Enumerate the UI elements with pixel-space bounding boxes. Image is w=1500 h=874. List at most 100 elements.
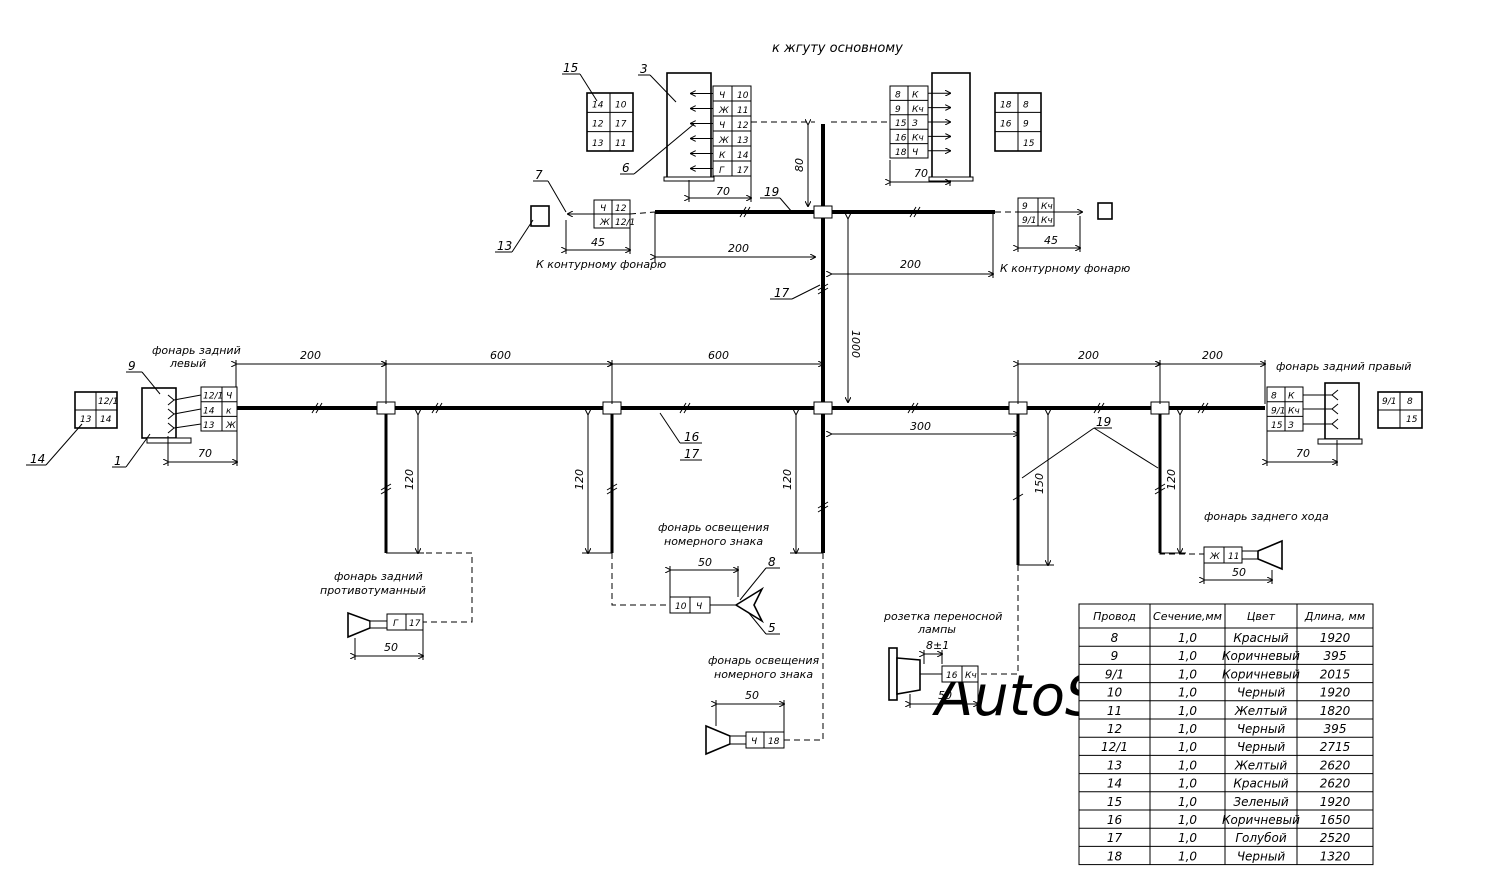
table-cell: 2620	[1320, 758, 1351, 772]
bfr-cell-0: 9/1	[1382, 397, 1396, 407]
table-cell: 1920	[1320, 686, 1351, 700]
b15-rows-cell: 17	[615, 120, 627, 130]
tl-rows-cell: 13	[737, 136, 749, 146]
callout-15: 15	[563, 61, 578, 75]
rl-rows-cell: 12/1	[203, 392, 223, 402]
label-rear-left-1: фонарь задний	[152, 344, 241, 357]
tl-rows-cell: Ж	[718, 136, 729, 146]
b15-rows-cell: 14	[592, 100, 604, 110]
dim-200-a: 200	[300, 349, 321, 362]
table-cell: 1,0	[1178, 667, 1197, 681]
table-cell: 1,0	[1178, 649, 1197, 663]
rl-rows-cell: 13	[203, 421, 215, 431]
harness-trunks	[236, 124, 1265, 565]
label-contour-left: К контурному фонарю	[536, 258, 666, 271]
dim-600-b: 600	[708, 349, 729, 362]
dim-50-plate2: 50	[745, 689, 759, 702]
tl-rows-cell: Ч	[719, 121, 725, 131]
table-cell: 18	[1107, 849, 1123, 863]
table-cell: 1,0	[1178, 758, 1197, 772]
table-cell: Черный	[1237, 722, 1286, 736]
dim-70-top: 70	[716, 185, 730, 198]
tr-rows-cell: 16	[895, 134, 907, 144]
table-header-cell: Цвет	[1247, 610, 1276, 623]
table-cell: 1,0	[1178, 849, 1197, 863]
rl-rows-cell: Ч	[226, 392, 232, 402]
portable-lamp-socket: 16 Кч 8±1 50 розетка переносной лампы	[883, 565, 1019, 708]
plate2-pin-num: 18	[768, 737, 780, 747]
label-plate1-1: фонарь освещения	[658, 521, 770, 534]
table-cell: Красный	[1233, 777, 1288, 791]
table-cell: 17	[1107, 831, 1123, 845]
brt-rows-cell: 15	[1023, 139, 1035, 149]
b15-rows-cell: 11	[615, 139, 626, 149]
tr-rows-cell: Кч	[912, 134, 924, 144]
callout-9: 9	[128, 359, 136, 373]
table-cell: 13	[1107, 758, 1122, 772]
rr-rows-cell: К	[1288, 392, 1295, 402]
tr-rows-cell: 18	[895, 148, 907, 158]
table-cell: 12/1	[1101, 740, 1128, 754]
table-cell: 1,0	[1178, 704, 1197, 718]
connector-block-14: 12/1 13 14	[74, 391, 118, 429]
b15-rows-cell: 13	[592, 139, 604, 149]
table-cell: 16	[1107, 813, 1123, 827]
table-header-cell: Сечение,мм	[1153, 610, 1222, 623]
table-cell: Черный	[1237, 686, 1286, 700]
table-cell: Голубой	[1235, 831, 1287, 845]
label-contour-right: К контурному фонарю	[1000, 262, 1130, 275]
table-cell: Коричневый	[1222, 667, 1300, 681]
label-fog-2: противотуманный	[320, 584, 426, 597]
fog-lamp: Г 17 50 фонарь задний противотуманный	[320, 552, 473, 660]
table-cell: 395	[1324, 722, 1347, 736]
dim-70-right: 70	[1296, 447, 1310, 460]
brt-rows-cell: 16	[1000, 120, 1012, 130]
tr-rows-cell: К	[912, 90, 919, 100]
socket-pin-num: 16	[946, 671, 958, 681]
rr-rows-cell: 9/1	[1271, 406, 1285, 416]
dim-200-c: 200	[1202, 349, 1223, 362]
connector-block-far-right: 9/1 8 15	[1377, 391, 1423, 429]
dim-70-left: 70	[198, 447, 212, 460]
table-cell: 1,0	[1178, 795, 1197, 809]
callout-8: 8	[768, 555, 776, 569]
table-cell: 1,0	[1178, 813, 1197, 827]
b14-cell-1: 13	[80, 415, 92, 425]
plate-lamp-2: Ч 18 50 фонарь освещения номерного знака	[705, 553, 824, 756]
cr-rows-cell: Кч	[1041, 202, 1053, 212]
cl-rows-cell: Ж	[599, 218, 610, 228]
callout-16: 16	[684, 430, 700, 444]
plate2-pin-color: Ч	[751, 737, 757, 747]
callout-17-top: 17	[774, 286, 790, 300]
label-socket-2: лампы	[917, 623, 956, 636]
reverse-pin-num: 11	[1228, 552, 1239, 562]
callout-17-mid: 17	[684, 447, 700, 461]
bfr-cell-2: 15	[1406, 415, 1418, 425]
table-cell: 1,0	[1178, 631, 1197, 645]
dim-50-socket: 50	[938, 689, 952, 702]
callout-14: 14	[30, 452, 45, 466]
rr-rows-cell: 8	[1271, 392, 1277, 402]
table-cell: 15	[1107, 795, 1122, 809]
dim-1000: 1000	[849, 330, 862, 358]
fog-pin-color: Г	[393, 619, 399, 629]
rr-rows-cell: Кч	[1288, 406, 1300, 416]
table-cell: 8	[1111, 631, 1119, 645]
branch-dimensions: 120 120 120 150 120	[386, 414, 1186, 565]
dim-150: 150	[1033, 473, 1046, 494]
table-cell: 2620	[1320, 777, 1351, 791]
reverse-lamp: Ж 11 50 фонарь заднего хода	[1159, 510, 1329, 584]
reverse-pin-color: Ж	[1209, 552, 1220, 562]
table-cell: Желтый	[1234, 758, 1287, 772]
table-cell: 1320	[1320, 849, 1351, 863]
cl-rows-cell: 12	[615, 204, 627, 214]
dim-120-d: 120	[1165, 469, 1178, 490]
table-cell: 14	[1107, 777, 1122, 791]
brt-rows-cell: 18	[1000, 100, 1012, 110]
